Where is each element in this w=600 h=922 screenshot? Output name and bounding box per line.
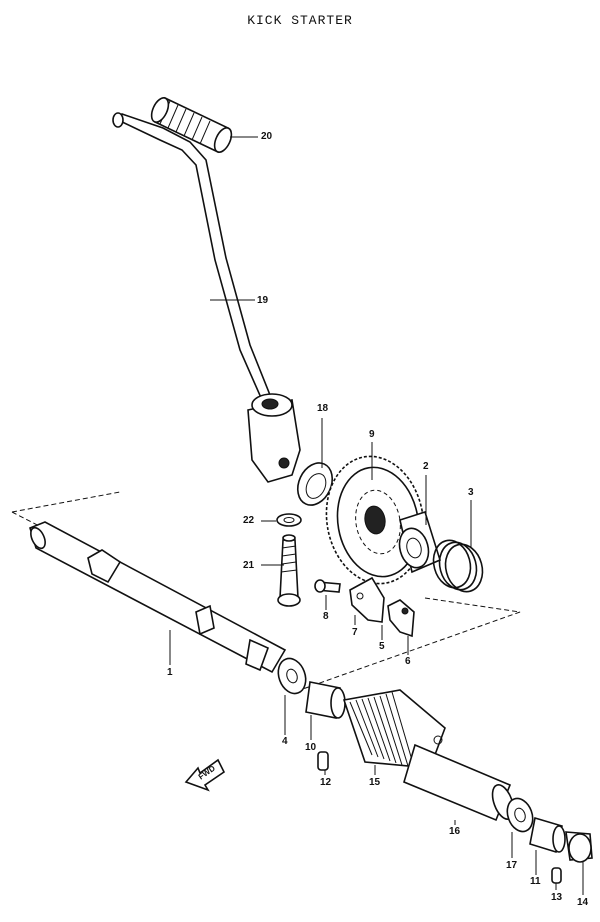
callout-10: 10 xyxy=(305,742,317,753)
part-12-pin xyxy=(317,751,329,771)
leader-lines xyxy=(169,136,584,895)
callout-22: 22 xyxy=(243,515,255,526)
callout-1: 1 xyxy=(167,667,173,678)
part-16-spring-guide xyxy=(403,743,515,822)
callout-18: 18 xyxy=(317,403,329,414)
callout-19: 19 xyxy=(257,295,269,306)
diagram-title: KICK STARTER xyxy=(247,13,353,28)
callout-11: 11 xyxy=(530,876,541,887)
forward-arrow-icon xyxy=(184,758,226,792)
part-6-stopper xyxy=(387,599,415,638)
callout-12: 12 xyxy=(320,777,332,788)
callout-15: 15 xyxy=(369,777,381,788)
callout-2: 2 xyxy=(423,461,429,472)
callout-20: 20 xyxy=(261,131,273,142)
callout-13: 13 xyxy=(551,892,563,903)
callout-21: 21 xyxy=(243,560,255,571)
part-2-ratchet xyxy=(398,510,441,574)
part-9-drive-gear xyxy=(325,455,425,585)
callout-6: 6 xyxy=(405,656,411,667)
part-17-washer xyxy=(506,797,534,833)
callout-8: 8 xyxy=(323,611,329,622)
callout-14: 14 xyxy=(577,897,589,908)
part-3-spring xyxy=(432,539,484,593)
callout-4: 4 xyxy=(282,736,288,747)
callout-3: 3 xyxy=(468,487,474,498)
part-19-kick-lever xyxy=(112,112,301,483)
part-20-grip xyxy=(150,96,233,154)
part-1-shaft xyxy=(29,521,287,674)
part-13-pin xyxy=(551,867,562,884)
part-4-washer xyxy=(277,657,307,695)
part-7-guide xyxy=(349,576,385,623)
part-14-cap xyxy=(565,831,593,863)
callout-5: 5 xyxy=(379,641,385,652)
part-18-oil-seal xyxy=(296,462,334,506)
callout-9: 9 xyxy=(369,429,375,440)
part-8-screw xyxy=(314,579,341,593)
callout-17: 17 xyxy=(506,860,518,871)
part-10-spacer xyxy=(305,681,346,719)
part-21-bolt xyxy=(277,534,301,607)
part-22-washer xyxy=(276,513,302,527)
callout-16: 16 xyxy=(449,826,461,837)
part-11-collar xyxy=(529,816,566,854)
callout-7: 7 xyxy=(352,627,358,638)
